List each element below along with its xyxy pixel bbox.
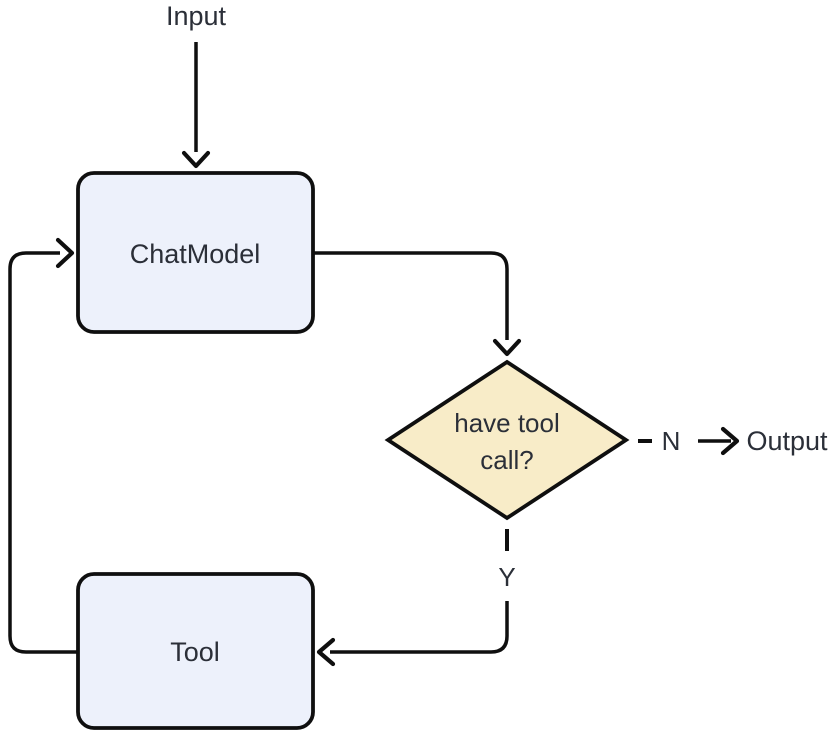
edge-input-to-chatmodel	[181, 42, 211, 169]
tool-node: Tool	[76, 572, 315, 730]
chatmodel-node-label: ChatModel	[130, 239, 261, 269]
tool-node-label: Tool	[170, 637, 220, 667]
edge-chatmodel-to-decision	[313, 251, 522, 357]
arrowhead-right-icon	[720, 426, 740, 456]
edge-line	[8, 251, 78, 654]
arrowhead-down-icon	[181, 150, 211, 169]
chatmodel-node-shape	[76, 171, 315, 334]
edge-line	[330, 601, 509, 654]
decision-node: have tool call?	[384, 359, 630, 521]
edge-line	[313, 251, 509, 340]
tool-node-shape	[76, 572, 315, 730]
chatmodel-node: ChatModel	[76, 171, 315, 334]
input-node-label: Input	[166, 1, 227, 31]
arrowhead-right-icon	[55, 237, 75, 269]
arrowhead-left-icon	[316, 637, 336, 667]
edge-decision-to-output: N	[638, 426, 740, 456]
arrowhead-down-icon	[492, 338, 522, 357]
edge-label-yes: Y	[498, 562, 515, 592]
decision-node-label-line1: have tool	[454, 408, 560, 438]
edge-decision-to-tool: Y	[316, 529, 516, 667]
edge-label-no: N	[662, 426, 681, 456]
edge-tool-to-chatmodel	[8, 237, 78, 654]
decision-node-shape	[384, 359, 630, 521]
output-node-label: Output	[746, 426, 828, 456]
decision-node-label-line2: call?	[480, 445, 533, 475]
